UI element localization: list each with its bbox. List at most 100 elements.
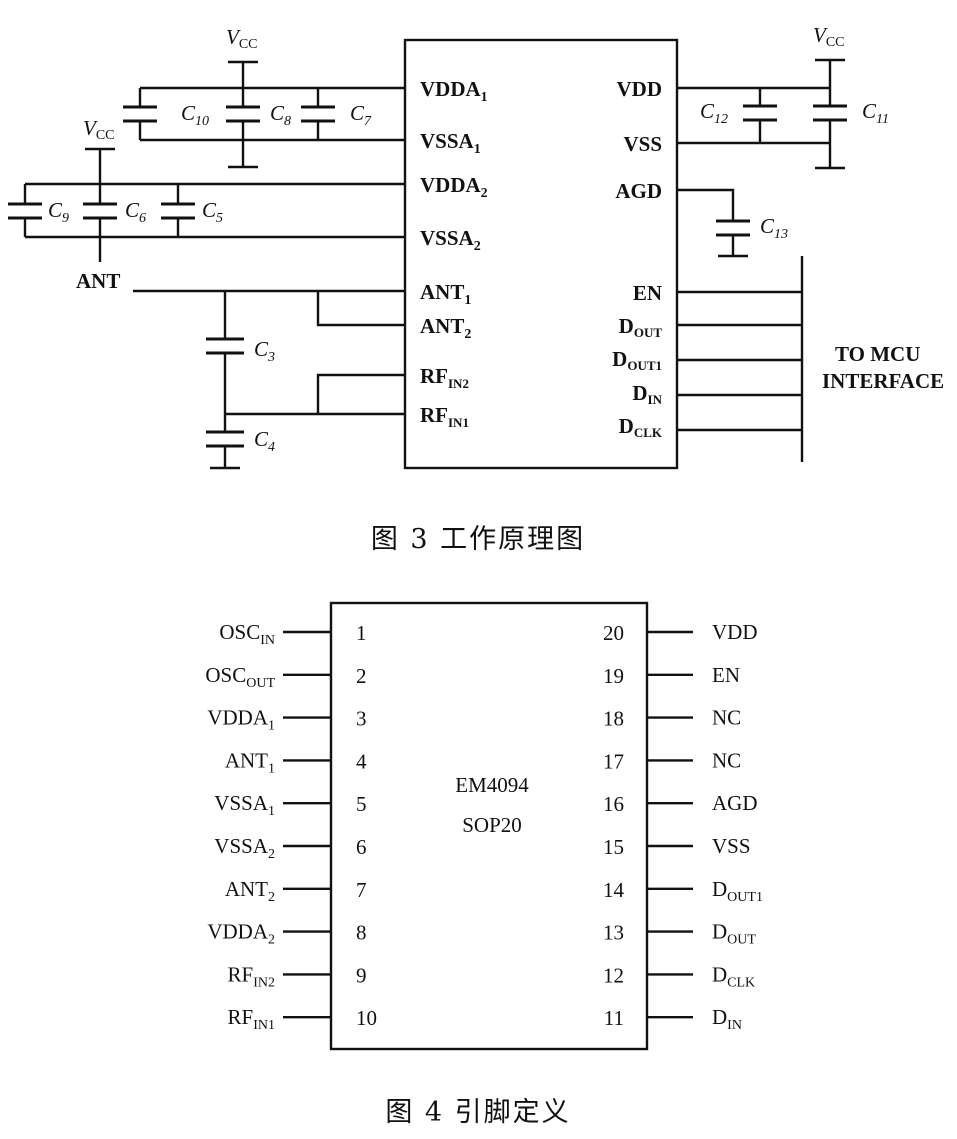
fig3-wires bbox=[23, 58, 845, 470]
fig3-caption: 图 3 工作原理图 bbox=[371, 524, 585, 555]
capacitor-c6 bbox=[83, 202, 117, 220]
pin-label-6: VSSA2 bbox=[214, 834, 275, 862]
label-c9: C9 bbox=[48, 198, 69, 226]
pin-label-19: EN bbox=[712, 663, 740, 687]
pin-number-16: 16 bbox=[603, 792, 624, 816]
pin-label-14: DOUT1 bbox=[712, 877, 763, 905]
capacitor-c13 bbox=[716, 219, 750, 237]
label-c12: C12 bbox=[700, 99, 728, 127]
fig3-left-pin-labels: VDDA1 VSSA1 VDDA2 VSSA2 ANT1 ANT2 RFIN2 … bbox=[420, 77, 488, 430]
fig4-chip-box bbox=[329, 601, 649, 1051]
fig3-pin-vdda2: VDDA2 bbox=[420, 173, 488, 201]
capacitor-c3 bbox=[206, 337, 244, 355]
fig3-pin-vdd: VDD bbox=[617, 77, 663, 101]
vcc-label-right: VCC bbox=[813, 23, 845, 50]
fig3-vcc-labels: VCC VCC VCC bbox=[83, 23, 845, 143]
capacitor-c4 bbox=[206, 430, 244, 448]
pin-label-8: VDDA2 bbox=[207, 920, 275, 948]
vcc-label-top-left: VCC bbox=[226, 25, 258, 52]
pin-number-11: 11 bbox=[604, 1006, 624, 1030]
to-mcu-label: TO MCU bbox=[835, 342, 920, 366]
fig4-pin-leads bbox=[283, 630, 693, 1019]
fig3-pin-dclk: DCLK bbox=[619, 414, 663, 440]
label-c10: C10 bbox=[181, 101, 209, 129]
fig3-working-principle-diagram: VDDA1 VSSA1 VDDA2 VSSA2 ANT1 ANT2 RFIN2 … bbox=[8, 23, 944, 555]
pin-number-7: 7 bbox=[356, 878, 367, 902]
fig3-pin-ant2: ANT2 bbox=[420, 314, 471, 342]
pin-label-11: DIN bbox=[712, 1005, 742, 1033]
vcc-label-mid-left: VCC bbox=[83, 116, 115, 143]
pin-label-12: DCLK bbox=[712, 962, 755, 990]
chip-package: SOP20 bbox=[462, 813, 522, 837]
pin-label-17: NC bbox=[712, 748, 741, 772]
label-c13: C13 bbox=[760, 214, 788, 242]
fig3-pin-ant1: ANT1 bbox=[420, 280, 471, 308]
pin-label-9: RFIN2 bbox=[228, 962, 275, 990]
capacitor-c9 bbox=[8, 202, 42, 220]
pin-number-10: 10 bbox=[356, 1006, 377, 1030]
capacitor-c10 bbox=[123, 105, 157, 123]
fig3-capacitor-labels: C10 C8 C7 C12 C11 C9 C6 C5 C13 C3 C4 bbox=[48, 99, 889, 455]
pin-label-20: VDD bbox=[712, 620, 758, 644]
capacitor-c8 bbox=[226, 105, 260, 123]
pin-number-9: 9 bbox=[356, 963, 367, 987]
fig3-chip-box bbox=[403, 38, 679, 470]
label-c4: C4 bbox=[254, 427, 275, 455]
fig3-right-pin-labels: VDD VSS AGD EN DOUT DOUT1 DIN DCLK bbox=[612, 77, 663, 440]
interface-label: INTERFACE bbox=[822, 369, 944, 393]
pin-label-4: ANT1 bbox=[225, 748, 275, 776]
pin-number-19: 19 bbox=[603, 664, 624, 688]
pin-number-3: 3 bbox=[356, 707, 367, 731]
capacitor-c11 bbox=[813, 104, 847, 122]
pin-number-4: 4 bbox=[356, 749, 367, 773]
pin-number-1: 1 bbox=[356, 621, 367, 645]
pin-label-16: AGD bbox=[712, 791, 758, 815]
pin-number-2: 2 bbox=[356, 664, 367, 688]
fig3-capacitor-plates bbox=[8, 104, 847, 448]
pin-label-10: RFIN1 bbox=[228, 1005, 275, 1033]
capacitor-c7 bbox=[301, 105, 335, 123]
ant-label: ANT bbox=[76, 269, 120, 293]
label-c7: C7 bbox=[350, 101, 372, 129]
fig3-pin-en: EN bbox=[633, 281, 662, 305]
label-c6: C6 bbox=[125, 198, 146, 226]
fig4-caption: 图 4 引脚定义 bbox=[385, 1097, 570, 1128]
fig3-pin-vss: VSS bbox=[623, 132, 662, 156]
pin-label-7: ANT2 bbox=[225, 877, 275, 905]
pin-number-20: 20 bbox=[603, 621, 624, 645]
pin-label-15: VSS bbox=[712, 834, 751, 858]
fig3-pin-din: DIN bbox=[632, 381, 662, 407]
chip-name: EM4094 bbox=[455, 773, 529, 797]
fig3-pin-rfin2: RFIN2 bbox=[420, 364, 469, 391]
fig3-pin-rfin1: RFIN1 bbox=[420, 403, 469, 430]
pin-label-13: DOUT bbox=[712, 920, 756, 948]
capacitor-c12 bbox=[743, 104, 777, 122]
fig3-pin-agd: AGD bbox=[615, 179, 662, 203]
pin-label-18: NC bbox=[712, 706, 741, 730]
label-c3: C3 bbox=[254, 337, 275, 365]
pin-number-13: 13 bbox=[603, 921, 624, 945]
label-c8: C8 bbox=[270, 101, 291, 129]
fig3-pin-dout1: DOUT1 bbox=[612, 347, 662, 373]
pin-number-18: 18 bbox=[603, 707, 624, 731]
pin-label-5: VSSA1 bbox=[214, 791, 275, 819]
fig3-pin-vssa2: VSSA2 bbox=[420, 226, 481, 254]
pin-number-6: 6 bbox=[356, 835, 367, 859]
fig3-pin-dout: DOUT bbox=[619, 314, 663, 340]
fig3-pin-vdda1: VDDA1 bbox=[420, 77, 488, 105]
pin-label-1: OSCIN bbox=[219, 620, 275, 648]
pin-number-17: 17 bbox=[603, 749, 624, 773]
pin-label-2: OSCOUT bbox=[205, 663, 275, 691]
fig3-pin-vssa1: VSSA1 bbox=[420, 129, 481, 157]
pin-number-14: 14 bbox=[603, 878, 625, 902]
label-c11: C11 bbox=[862, 99, 889, 127]
pin-number-12: 12 bbox=[603, 963, 624, 987]
capacitor-c5 bbox=[161, 202, 195, 220]
pin-label-3: VDDA1 bbox=[207, 706, 275, 734]
pin-number-5: 5 bbox=[356, 792, 367, 816]
pin-number-15: 15 bbox=[603, 835, 624, 859]
label-c5: C5 bbox=[202, 198, 223, 226]
